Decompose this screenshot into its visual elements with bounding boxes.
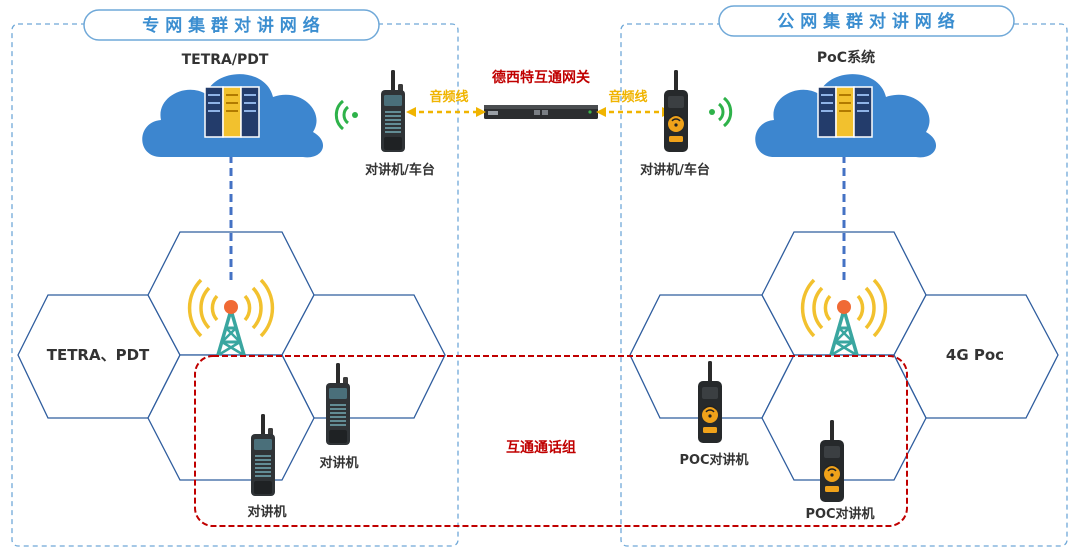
hex-cell-bottom-left xyxy=(147,354,315,481)
right-gateway-radio-icon xyxy=(663,69,689,153)
private-network-title: 专 网 集 群 对 讲 网 络 xyxy=(142,15,319,36)
right-cable-label: 音频线 xyxy=(608,89,647,105)
interop-group-boundary xyxy=(194,355,908,527)
left-cable-arrow-end xyxy=(476,107,486,117)
interop-group-label: 互通通话组 xyxy=(506,439,576,456)
public-network-title-pill xyxy=(718,5,1015,37)
gateway-device-icon xyxy=(484,105,598,119)
right-cloud-icon xyxy=(755,74,937,158)
left-cloud-label: TETRA/PDT xyxy=(182,52,269,68)
right-gateway-radio-label: 对讲机/车台 xyxy=(640,162,710,178)
left-cable-arrow xyxy=(406,107,416,117)
right-cloud-label: PoC系统 xyxy=(817,49,875,66)
left-cloud-icon xyxy=(142,74,324,158)
right-signal-waves-icon xyxy=(709,96,733,128)
right-hex-grid xyxy=(629,231,1059,481)
left-gateway-radio-label: 对讲机/车台 xyxy=(365,162,435,178)
hex-label-tetra-pdt: TETRA、PDT xyxy=(47,346,150,364)
left-cable-label: 音频线 xyxy=(429,89,468,105)
left-radio-1-label: 对讲机 xyxy=(319,455,358,471)
left-gateway-radio-icon xyxy=(380,69,406,153)
left-radio-2-label: 对讲机 xyxy=(247,504,286,520)
private-network-title-pill xyxy=(83,9,380,41)
left-signal-waves-icon xyxy=(334,99,358,131)
public-network-title: 公 网 集 群 对 讲 网 络 xyxy=(777,11,954,32)
gateway-label: 德西特互通网关 xyxy=(492,69,590,86)
right-radio-1-label: POC对讲机 xyxy=(679,452,748,468)
right-radio-2-label: POC对讲机 xyxy=(805,506,874,522)
right-cable-arrow xyxy=(596,107,606,117)
hex-label-4g-poc: 4G Poc xyxy=(946,346,1004,364)
